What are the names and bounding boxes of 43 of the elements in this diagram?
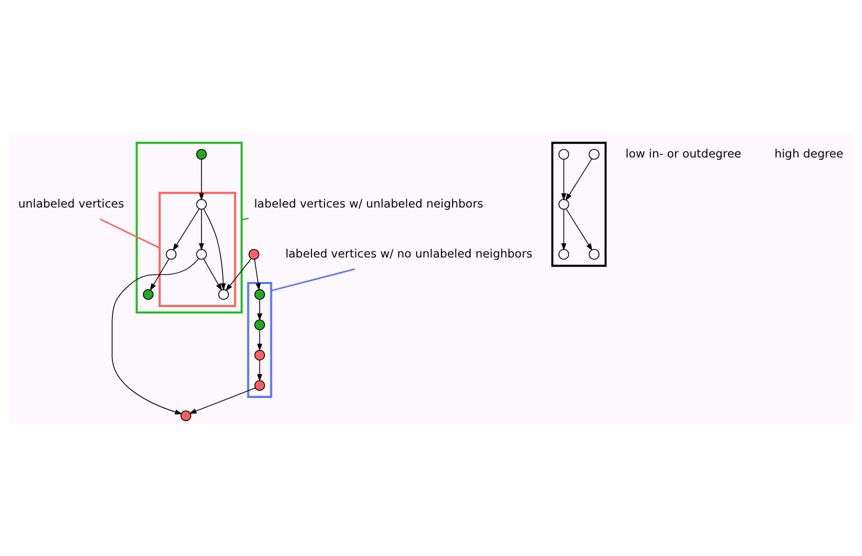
arrow: [198, 208, 204, 250]
connector: [100, 218, 160, 248]
node-circle: [588, 248, 600, 260]
node-circle: [254, 380, 265, 390]
arrow: [257, 298, 262, 320]
node-circle: [180, 410, 192, 421]
label: low in- or outdegree: [626, 146, 742, 160]
arrow: [257, 359, 262, 381]
arrow: [203, 258, 222, 290]
arrow: [150, 258, 170, 290]
node-circle: [558, 248, 570, 260]
node-text: unlabeled vertices: [18, 196, 124, 210]
node-circle: [196, 248, 207, 260]
arrow: [198, 158, 204, 200]
node-circle: [218, 288, 229, 300]
arrow: [189, 387, 256, 414]
node-circle: [196, 148, 207, 160]
arrow: [203, 208, 226, 290]
node-circle: [248, 248, 260, 260]
node-circle: [254, 318, 265, 330]
node-circle: [196, 198, 207, 210]
node-circle: [254, 288, 265, 300]
cluster: [551, 141, 607, 266]
arrow: [566, 208, 592, 250]
node-circle: [166, 248, 176, 260]
label: high degree: [774, 146, 844, 160]
connector: [241, 217, 249, 220]
arrow: [226, 258, 252, 291]
arrow: [561, 158, 566, 200]
cluster: [136, 141, 243, 314]
node-text: labeled vertices w/ unlabeled neighbors: [254, 196, 484, 210]
arrow: [172, 208, 200, 250]
arrow: [254, 258, 261, 290]
node-circle: [588, 148, 600, 160]
arrow: [257, 328, 262, 351]
node-text: labeled vertices w/ no unlabeled neighbors: [285, 246, 532, 260]
arrow: [112, 258, 200, 414]
arrow: [561, 208, 566, 250]
node-circle: [558, 198, 570, 210]
node-circle: [254, 349, 265, 360]
node-circle: [142, 288, 154, 300]
node-circle: [558, 148, 570, 160]
connector: [270, 268, 355, 291]
